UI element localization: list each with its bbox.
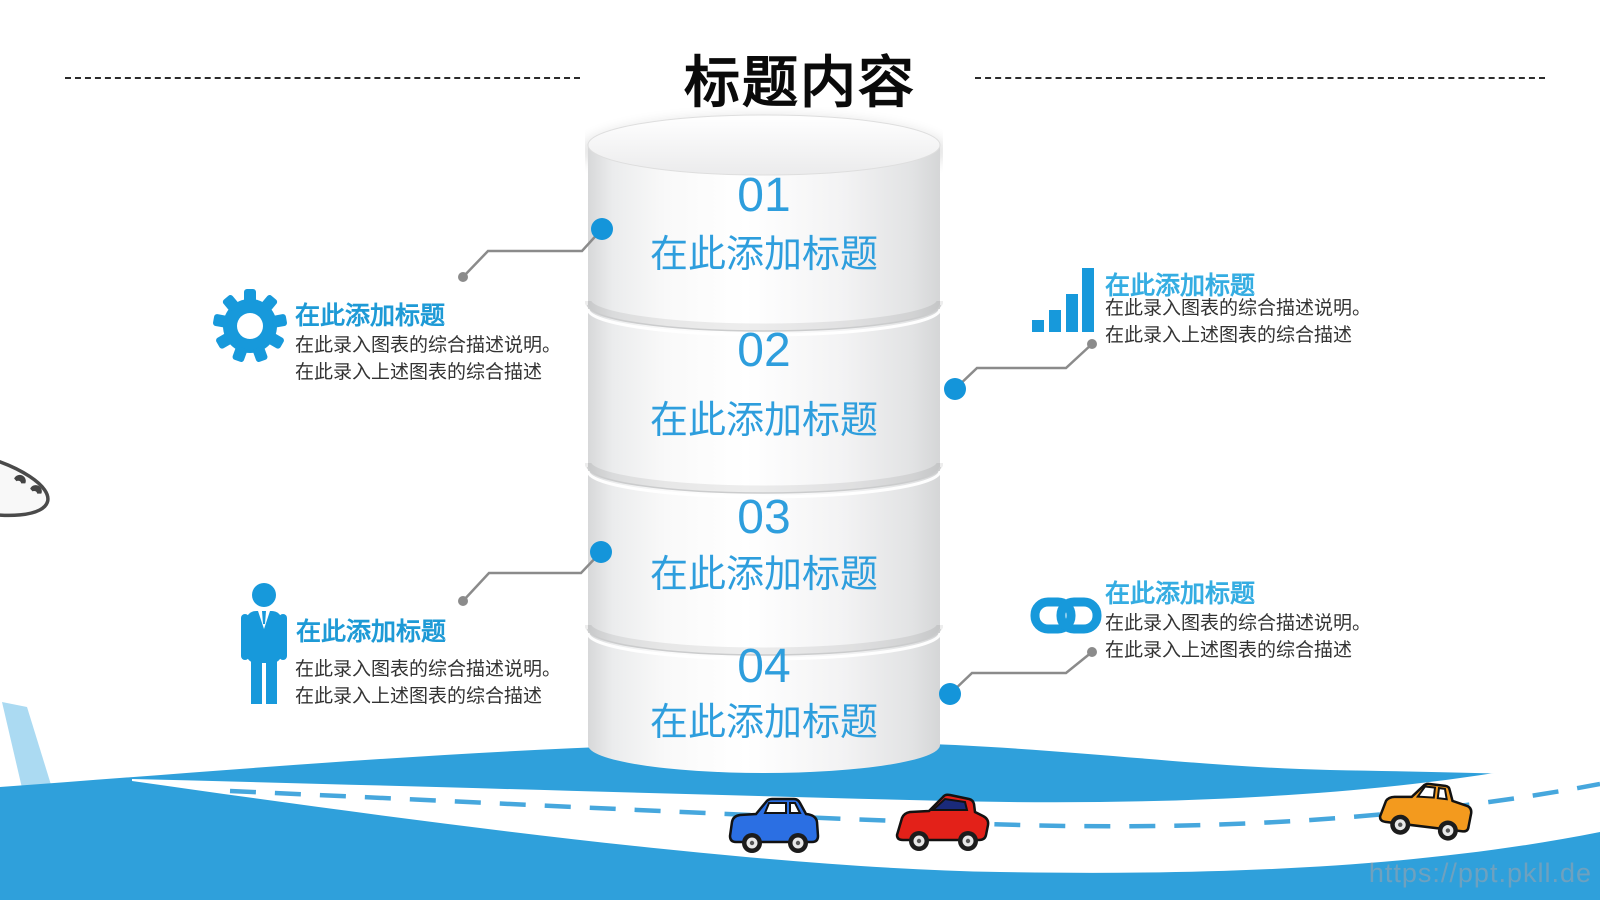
title-dash-right bbox=[975, 77, 1545, 79]
callout-bottom-right-body: 在此录入图表的综合描述说明。 在此录入上述图表的综合描述 bbox=[1105, 613, 1372, 661]
callout-top-left-title: 在此添加标题 bbox=[295, 302, 446, 330]
section-3-title: 在此添加标题 bbox=[649, 554, 878, 596]
section-1-number: 01 bbox=[737, 169, 791, 222]
gear-icon bbox=[212, 288, 288, 369]
title-dash-left bbox=[65, 77, 580, 79]
watermark: https://ppt.pkll.de bbox=[1368, 858, 1592, 888]
wave-stripe bbox=[2, 702, 52, 788]
section-4-title: 在此添加标题 bbox=[649, 702, 878, 744]
link-icon bbox=[1030, 594, 1102, 643]
bar-chart-icon bbox=[1032, 266, 1095, 338]
section-2-number: 02 bbox=[737, 324, 791, 377]
section-3-number: 03 bbox=[737, 491, 791, 544]
section-2-title: 在此添加标题 bbox=[649, 400, 878, 442]
callout-top-right-body: 在此录入图表的综合描述说明。 在此录入上述图表的综合描述 bbox=[1105, 298, 1372, 346]
page-title: 标题内容 bbox=[684, 51, 916, 114]
cylinder-graphic bbox=[585, 114, 943, 773]
section-4-number: 04 bbox=[737, 640, 791, 693]
orange-car bbox=[1378, 782, 1473, 841]
callout-top-right-title: 在此添加标题 bbox=[1105, 272, 1256, 300]
person-icon bbox=[238, 583, 290, 710]
section-1-title: 在此添加标题 bbox=[649, 234, 878, 276]
blue-car bbox=[728, 797, 820, 853]
callout-bottom-right-title: 在此添加标题 bbox=[1105, 580, 1256, 608]
callout-bottom-left-title: 在此添加标题 bbox=[296, 618, 447, 646]
callout-top-left-body: 在此录入图表的综合描述说明。 在此录入上述图表的综合描述 bbox=[295, 335, 562, 383]
airplane bbox=[0, 446, 50, 518]
callout-bottom-left-body: 在此录入图表的综合描述说明。 在此录入上述图表的综合描述 bbox=[295, 659, 562, 707]
